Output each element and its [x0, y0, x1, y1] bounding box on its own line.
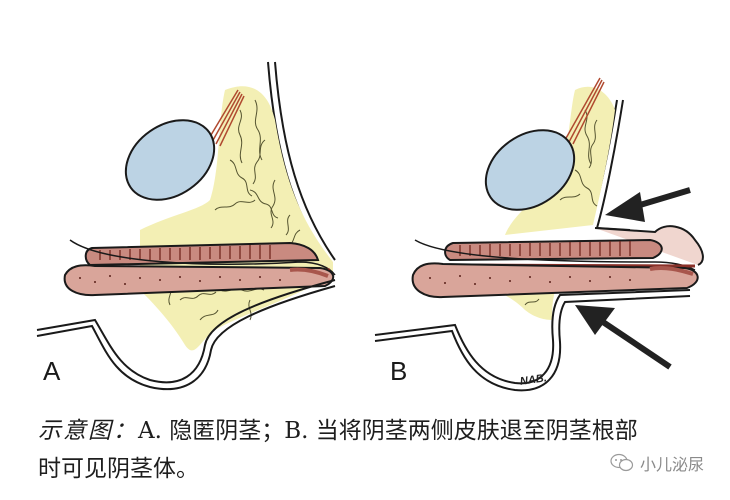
arrow-upper-icon [605, 187, 691, 222]
diagram-b-illustration [374, 77, 704, 392]
figure-caption: 示意图：A. 隐匿阴茎；B. 当将阴茎两侧皮肤退至阴茎根部 时可见阴茎体。 [38, 412, 718, 488]
caption-line-1: 示意图：A. 隐匿阴茎；B. 当将阴茎两侧皮肤退至阴茎根部 [38, 412, 718, 450]
panel-a: A [0, 0, 365, 400]
arrow-lower-icon [575, 305, 672, 370]
caption-text-1: A. 隐匿阴茎；B. 当将阴茎两侧皮肤退至阴茎根部 [138, 418, 638, 444]
panel-b: B NAB. [365, 0, 730, 400]
caption-text-2: 时可见阴茎体。 [38, 456, 199, 482]
panel-label-a: A [43, 356, 61, 386]
diagram-a-illustration [36, 61, 336, 391]
wechat-icon [610, 453, 634, 472]
watermark-text: 小儿泌尿 [640, 455, 705, 474]
watermark: 小儿泌尿 [610, 451, 704, 475]
panel-label-b: B [390, 356, 408, 386]
caption-lead: 示意图： [38, 418, 138, 444]
